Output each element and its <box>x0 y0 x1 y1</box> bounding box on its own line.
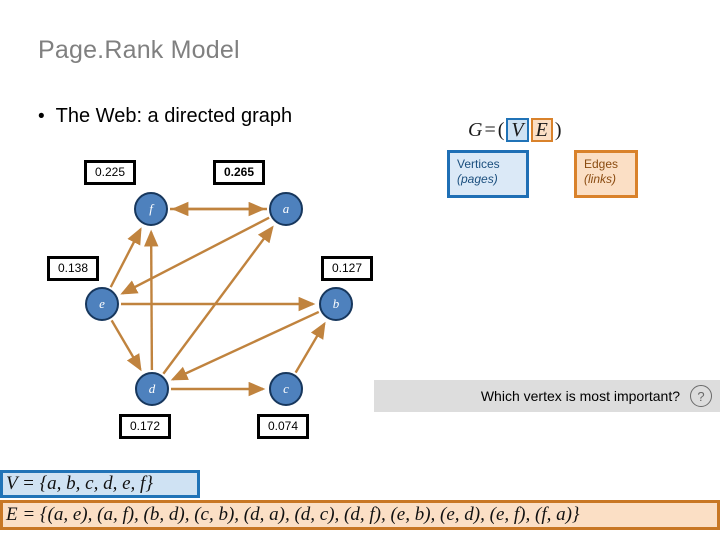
edge-set-definition: E = {(a, e), (a, f), (b, d), (c, b), (d,… <box>0 500 720 530</box>
graph-node-c[interactable]: c <box>269 372 303 406</box>
graph-node-e[interactable]: e <box>85 287 119 321</box>
callout-vertices: Vertices (pages) <box>447 150 529 198</box>
question-banner: Which vertex is most important? ? <box>374 380 720 412</box>
pagerank-score-c: 0.074 <box>257 414 310 439</box>
graph-node-a[interactable]: a <box>269 192 303 226</box>
question-mark-circle-icon[interactable]: ? <box>690 385 712 407</box>
graph-edge-e-d <box>110 319 142 372</box>
formula-open-paren: ( <box>497 118 505 141</box>
graph-definition-formula: G = ( V E ) <box>468 118 562 142</box>
callout-edges-subtitle: (links) <box>584 172 616 186</box>
pagerank-score-e: 0.138 <box>47 256 100 281</box>
callout-edges: Edges (links) <box>574 150 638 198</box>
graph-edge-a-e <box>120 216 270 295</box>
pagerank-score-d: 0.172 <box>119 414 172 439</box>
graph-edge-b-d <box>170 310 320 381</box>
callout-vertices-title: Vertices <box>457 157 500 171</box>
bullet-item: • The Web: a directed graph <box>38 105 292 128</box>
formula-e-symbol: E <box>530 118 553 142</box>
bullet-marker: • <box>38 106 45 127</box>
graph-edge-c-b <box>294 321 326 374</box>
edge-layer <box>109 201 326 397</box>
graph-node-d[interactable]: d <box>135 372 169 406</box>
pagerank-score-b: 0.127 <box>321 256 374 281</box>
graph-node-f[interactable]: f <box>134 192 168 226</box>
pagerank-score-a: 0.265 <box>213 160 266 185</box>
formula-g-symbol: G <box>468 118 483 141</box>
page-title: Page.Rank Model <box>38 36 240 64</box>
formula-v-symbol: V <box>506 118 529 142</box>
graph-edge-d-f <box>144 229 159 371</box>
vertex-set-definition: V = {a, b, c, d, e, f} <box>0 470 200 498</box>
graph-edge-e-f <box>109 227 142 288</box>
formula-equals: = <box>484 118 496 141</box>
callout-edges-title: Edges <box>584 157 619 171</box>
graph-edge-d-a <box>162 225 274 375</box>
question-label: Which vertex is most important? <box>480 388 680 404</box>
graph-node-b[interactable]: b <box>319 287 353 321</box>
bullet-label: The Web: a directed graph <box>55 105 293 127</box>
callout-vertices-subtitle: (pages) <box>457 172 498 186</box>
formula-close-paren: ) <box>554 118 562 141</box>
pagerank-score-f: 0.225 <box>84 160 137 185</box>
